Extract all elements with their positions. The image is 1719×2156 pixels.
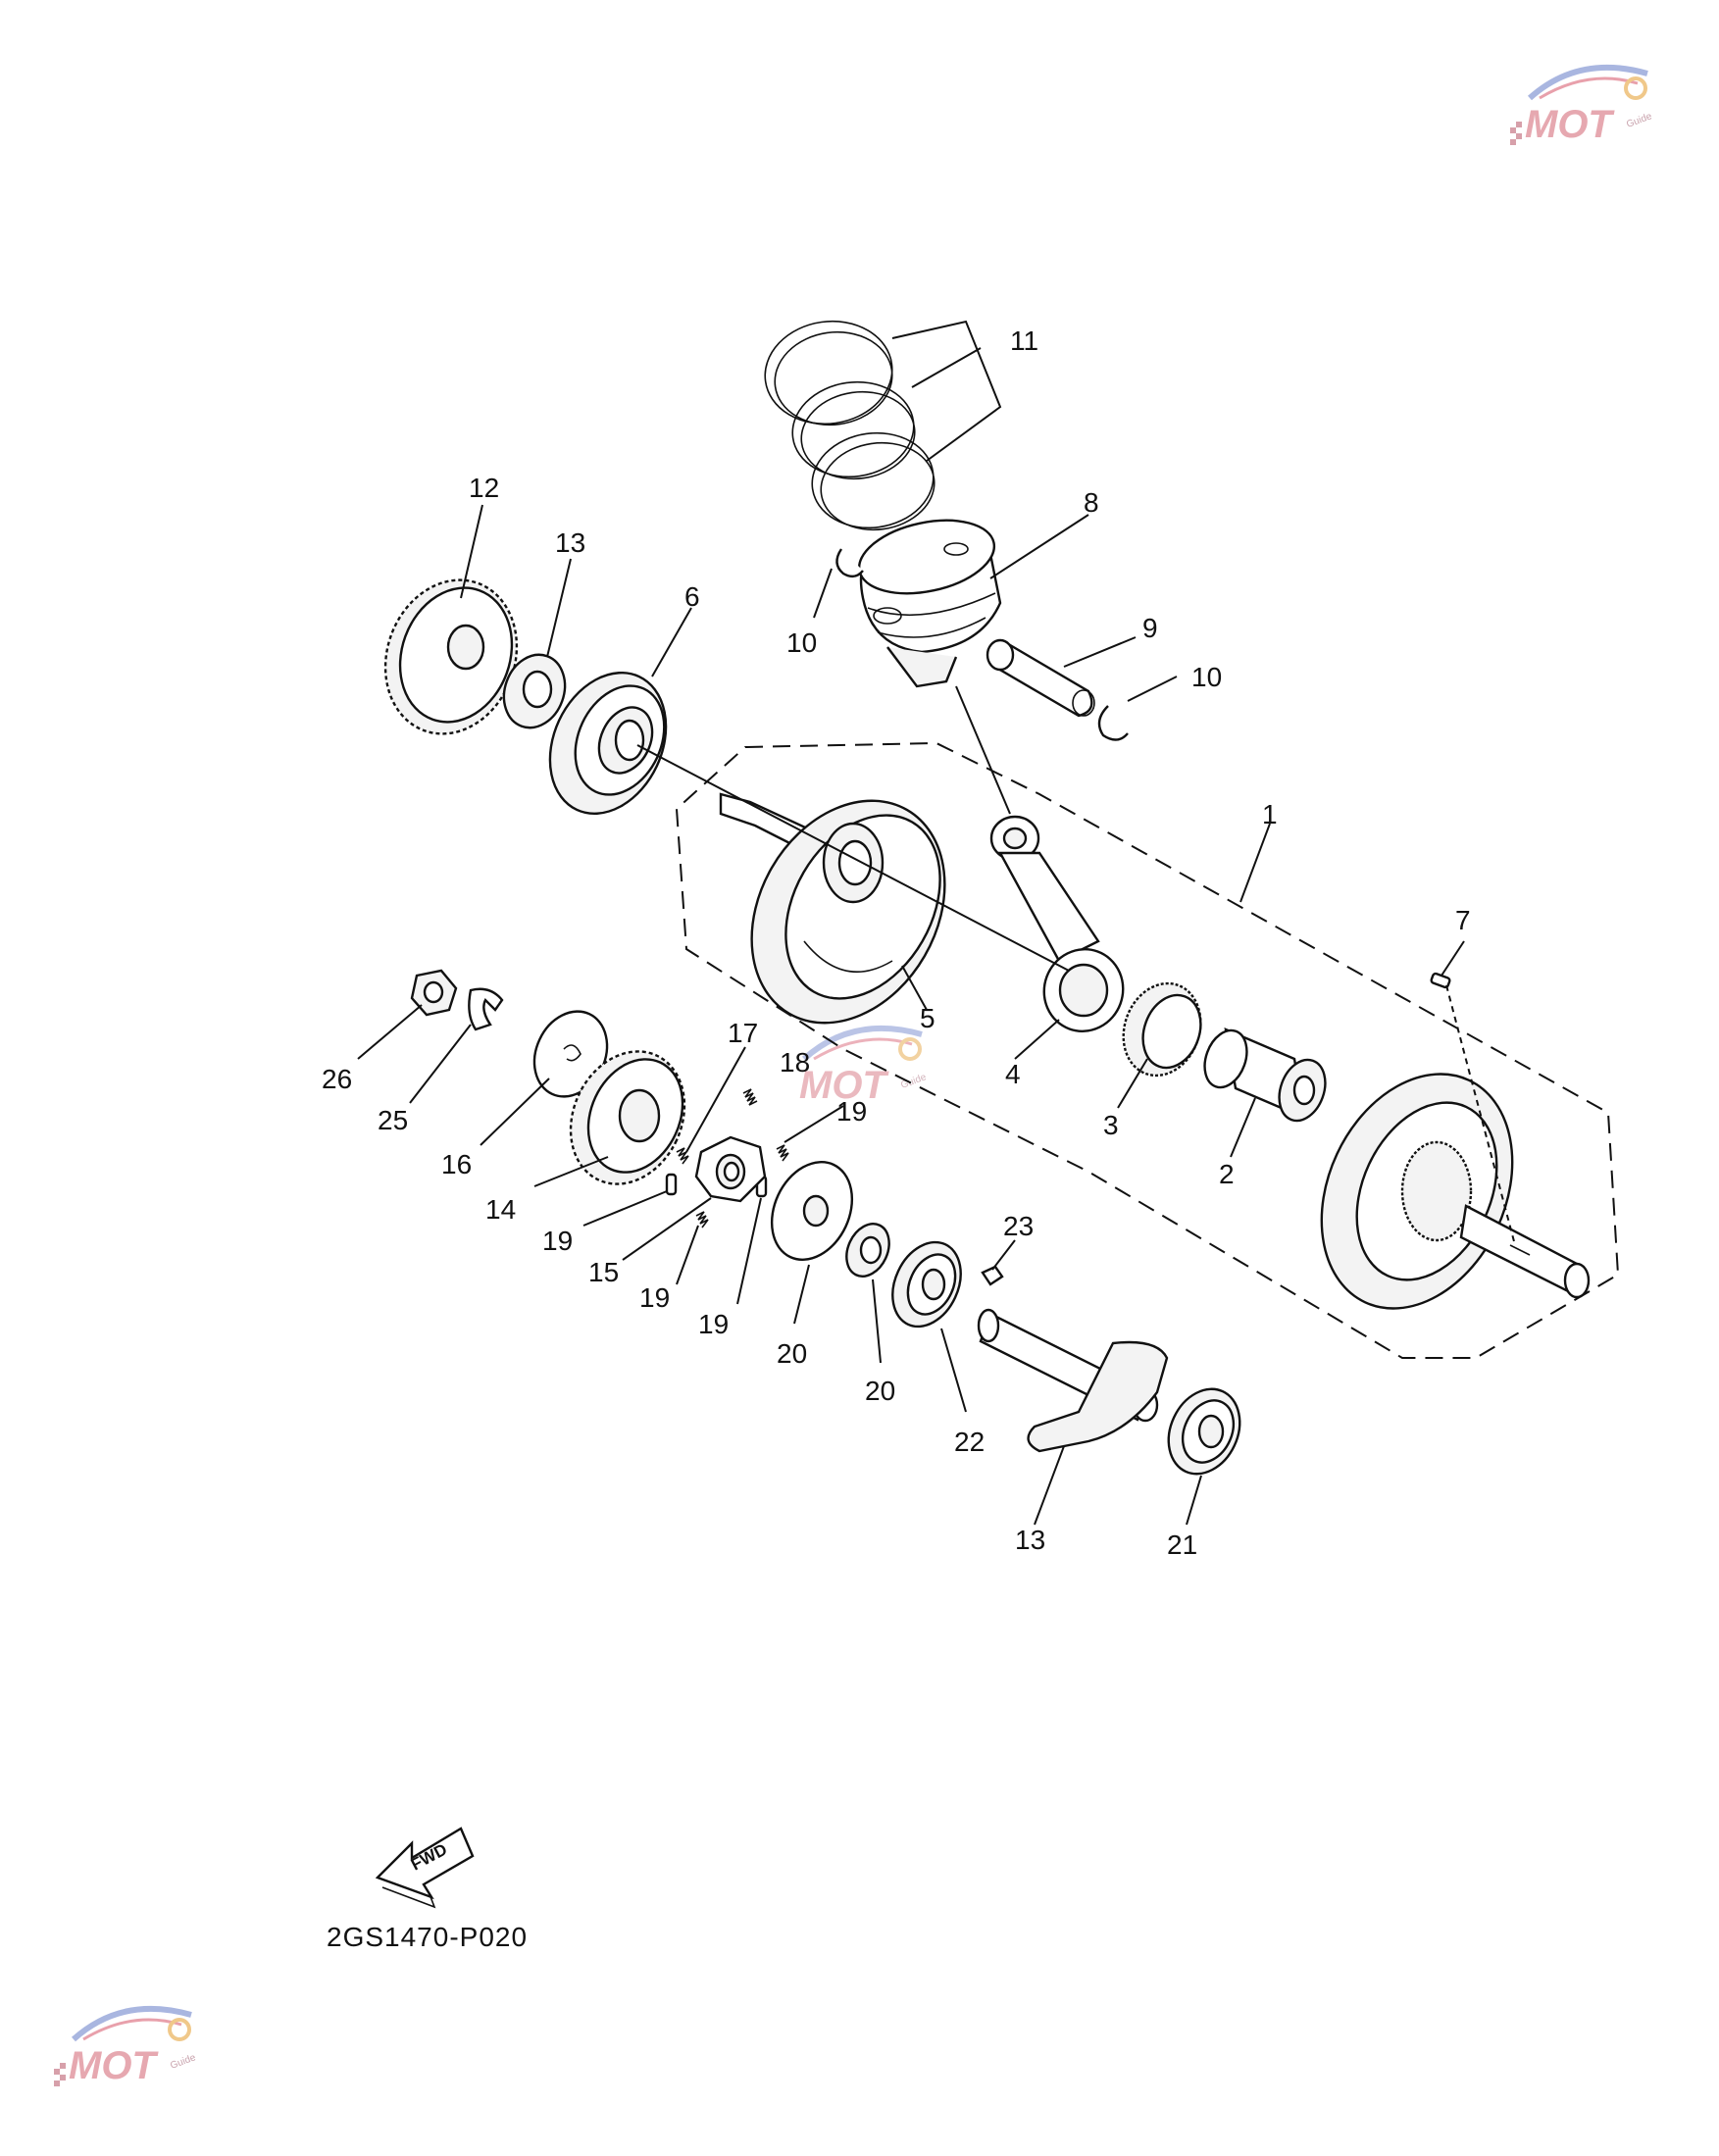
- piston-pin: [986, 638, 1095, 718]
- callout-labels: 11 12 13 6 8 10 9 10 1 7 5 4 3 2 26 25 1…: [322, 326, 1471, 1560]
- callout-19-upper-right: 18: [780, 1047, 810, 1078]
- callout-1: 1: [1262, 799, 1278, 829]
- callout-20-right: 19: [698, 1309, 729, 1339]
- watermark-logo-top: MOT Guide: [1510, 64, 1654, 146]
- callout-22: 21: [1167, 1529, 1197, 1560]
- balancer-bearing-left: [891, 1240, 962, 1329]
- piston-rings: [764, 320, 935, 531]
- diagram-code: 2GS1470-P020: [327, 1922, 528, 1952]
- callout-19-bottom: 19: [639, 1282, 670, 1313]
- callout-8: 8: [1084, 487, 1099, 518]
- balancer-drive-gear: [569, 1050, 686, 1185]
- callout-25: 25: [378, 1105, 408, 1135]
- crankshaft-assembly-boundary: [675, 741, 1620, 1359]
- thrust-washer: [770, 1161, 854, 1261]
- crank-web-left: [719, 792, 946, 1025]
- pin-left: [665, 1173, 678, 1196]
- watermark-brand: MOT: [1525, 103, 1615, 146]
- main-bearing-left: [548, 671, 668, 816]
- callout-24: 23: [1003, 1211, 1034, 1241]
- callout-18: 16: [441, 1149, 472, 1179]
- callout-20-left: 19: [542, 1226, 573, 1256]
- callout-9: 9: [1142, 613, 1158, 643]
- spacer-washer: [502, 653, 567, 729]
- callout-19-top: 17: [728, 1018, 758, 1048]
- callout-19-right: 19: [836, 1096, 867, 1127]
- watermark-logo-bottom: MOT Guide: [54, 2005, 198, 2087]
- callout-12: 12: [469, 473, 499, 503]
- callout-17: 20: [777, 1338, 807, 1369]
- balancer-shaft: [977, 1308, 1169, 1453]
- callout-4: 4: [1005, 1059, 1021, 1089]
- gear-icon: [898, 1037, 922, 1061]
- callout-23: 22: [954, 1427, 985, 1457]
- watermark-subtext: Guide: [1625, 111, 1653, 130]
- callout-10-left: 10: [786, 627, 817, 658]
- callout-11: 11: [1010, 326, 1038, 356]
- gear-icon: [1624, 76, 1647, 100]
- lock-nut: [410, 969, 458, 1017]
- callout-14: 13: [1015, 1525, 1045, 1555]
- crank-web-right: [1320, 1073, 1591, 1310]
- callout-2: 2: [1219, 1159, 1235, 1189]
- balancer-bearing-right: [1167, 1387, 1241, 1476]
- watermark-brand: MOT: [69, 2044, 159, 2087]
- callout-3: 3: [1103, 1110, 1119, 1140]
- gear-icon: [168, 2018, 191, 2041]
- callout-21: 20: [865, 1376, 895, 1406]
- watermark-brand: MOT: [799, 1064, 889, 1107]
- piston-pin-clip-right: [1097, 705, 1129, 741]
- balancer-key: [981, 1265, 1004, 1286]
- spring-right: [776, 1144, 789, 1162]
- callout-26: 26: [322, 1064, 352, 1094]
- crank-pin: [1203, 1028, 1327, 1123]
- crank-pin-bearing: [1122, 981, 1202, 1078]
- damper-hub: [694, 1135, 767, 1203]
- watermark-logo-center: MOT Guide: [799, 1025, 929, 1107]
- callout-15: 14: [485, 1194, 516, 1225]
- watermark-subtext: Guide: [899, 1072, 928, 1091]
- callout-16: 15: [588, 1257, 619, 1287]
- lock-washer: [468, 987, 504, 1031]
- callout-6: 6: [684, 581, 700, 612]
- watermark-subtext: Guide: [169, 2052, 197, 2072]
- drive-gear: [383, 578, 519, 735]
- callout-7: 7: [1455, 905, 1471, 935]
- callout-10-right: 10: [1191, 662, 1222, 692]
- connecting-rod: [989, 815, 1125, 1032]
- piston: [857, 519, 1002, 688]
- leader-lines: [357, 320, 1516, 1526]
- spring-top: [742, 1088, 758, 1106]
- piston-pin-clip-left: [835, 548, 864, 578]
- collar: [845, 1223, 890, 1278]
- callout-13: 13: [555, 527, 585, 558]
- spring-bottom: [695, 1211, 709, 1228]
- callout-5: 5: [920, 1003, 935, 1033]
- forward-direction-arrow: FWD: [375, 1827, 475, 1909]
